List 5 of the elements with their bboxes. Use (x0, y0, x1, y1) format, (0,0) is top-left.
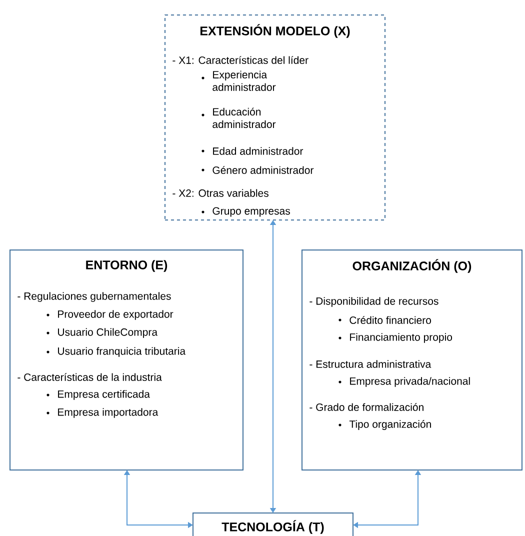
concept-box: ORGANIZACIÓN (O) - Disponibilidad de recursos Crédito financiero Financiamiento propio - Estructura administrativa Empresa privada/nacional - Grado de formalización Tipo organización (302, 250, 522, 470)
concept-box: TECNOLOGÍA (T) (192, 512, 354, 536)
concept-box: EXTENSIÓN MODELO (X) - X1: Características del líder Experiencia administrador Educación administrador Edad administrador Género administrador - X2: Otras variables Grupo empresas (164, 14, 386, 220)
arrow (270, 220, 276, 513)
concept-box: ENTORNO (E) - Regulaciones gubernamentales Proveedor de exportador Usuario ChileCompra Usuario franquicia tributaria - Características de la industria Empresa certificada Empresa importadora (10, 250, 244, 470)
